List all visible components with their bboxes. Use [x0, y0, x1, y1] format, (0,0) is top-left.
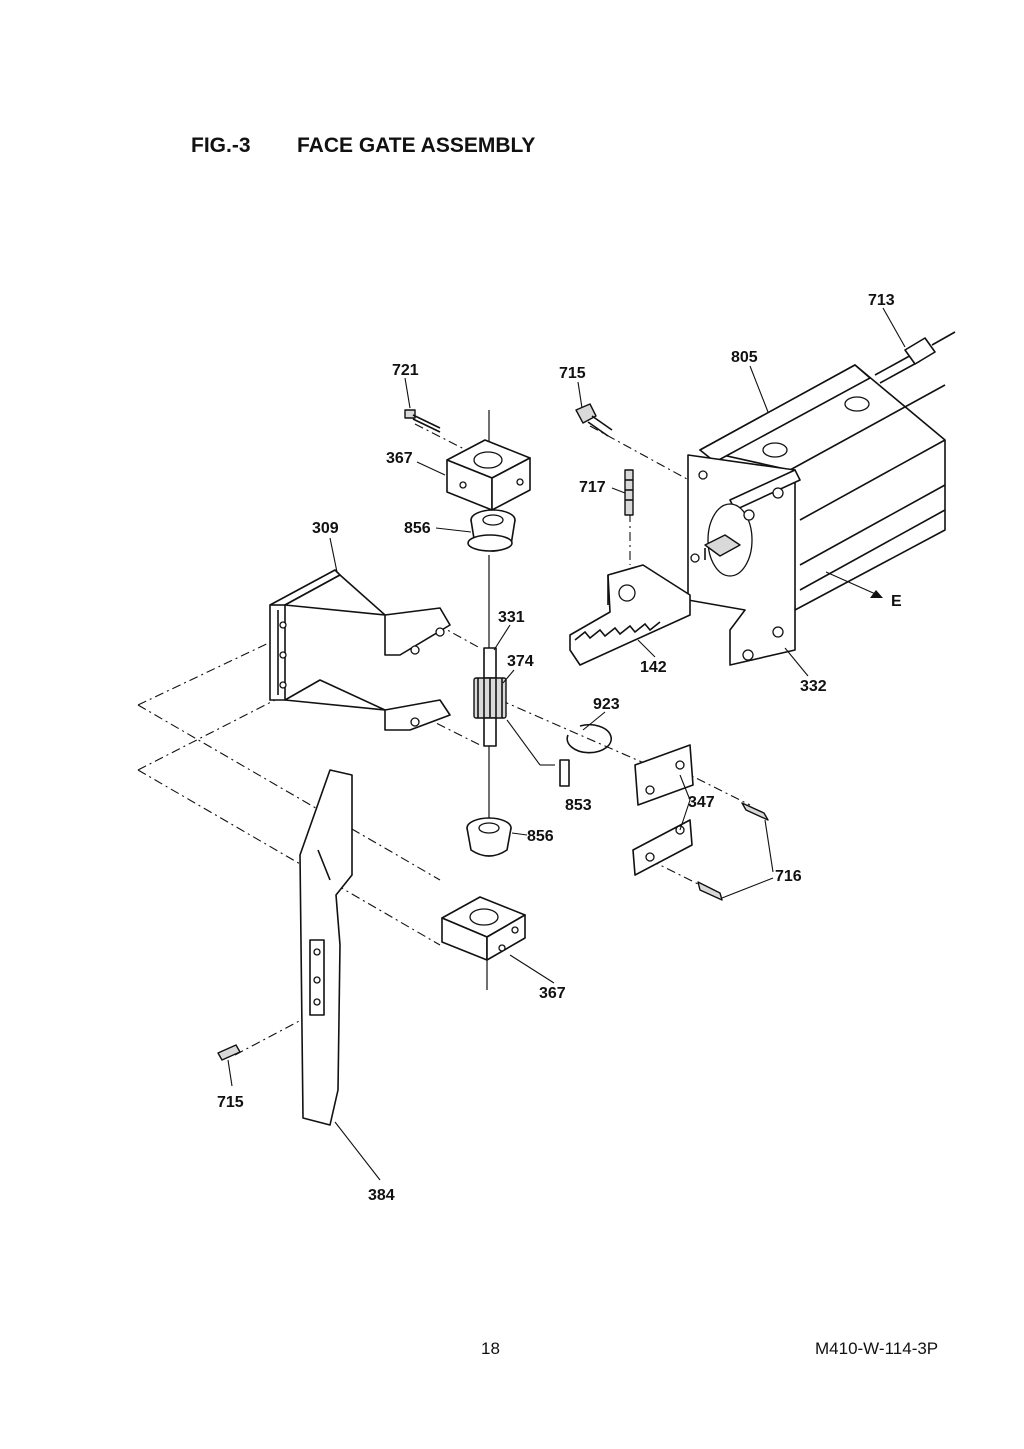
callout-853: 853 — [565, 797, 592, 814]
part-805-cylinder — [699, 352, 946, 611]
callout-856-top: 856 — [404, 520, 431, 537]
callout-309: 309 — [312, 520, 339, 537]
callout-721: 721 — [392, 362, 419, 379]
callout-923: 923 — [593, 696, 620, 713]
page-number: 18 — [481, 1339, 500, 1358]
callout-142: 142 — [640, 659, 667, 676]
part-853-pin — [559, 759, 570, 787]
part-384-gate-plate — [299, 769, 353, 1126]
part-367-block-top — [446, 439, 531, 511]
callout-715-top: 715 — [559, 365, 586, 382]
part-331-374-shaft-gear — [473, 647, 507, 747]
callout-717: 717 — [579, 479, 606, 496]
callout-367-bottom: 367 — [539, 985, 566, 1002]
callout-367-top: 367 — [386, 450, 413, 467]
figure-number: FIG.-3 — [191, 134, 251, 157]
alignment-lines — [137, 423, 751, 1056]
callout-716: 716 — [775, 868, 802, 885]
callout-713: 713 — [868, 292, 895, 309]
part-716-screws — [697, 802, 769, 901]
part-713-fitting — [904, 331, 956, 365]
callout-856-bottom: 856 — [527, 828, 554, 845]
leader-lines — [227, 307, 906, 1181]
callout-332: 332 — [800, 678, 827, 695]
callout-331: 331 — [498, 609, 525, 626]
callout-E: E — [891, 593, 902, 610]
part-856-bushing-top — [467, 509, 516, 552]
part-142-rack — [569, 564, 691, 666]
part-332-bracket — [687, 454, 801, 666]
part-347-plates — [632, 744, 694, 876]
callout-715-bottom: 715 — [217, 1094, 244, 1111]
part-715-screw-bottom — [217, 1044, 241, 1061]
callout-384: 384 — [368, 1187, 395, 1204]
arrow-E-icon — [870, 590, 883, 598]
part-367-block-bottom — [441, 896, 526, 961]
document-code: M410-W-114-3P — [815, 1339, 939, 1358]
callout-374: 374 — [507, 653, 534, 670]
callout-805: 805 — [731, 349, 758, 366]
part-717-bolt — [624, 469, 634, 516]
part-309-bracket — [269, 569, 451, 731]
part-721-screw — [404, 409, 441, 433]
figure-title: FACE GATE ASSEMBLY — [297, 134, 536, 157]
part-715-screw-top — [575, 403, 613, 437]
part-856-bushing-bottom — [466, 817, 512, 857]
callout-347: 347 — [688, 794, 715, 811]
part-923-snap-ring — [566, 723, 612, 754]
